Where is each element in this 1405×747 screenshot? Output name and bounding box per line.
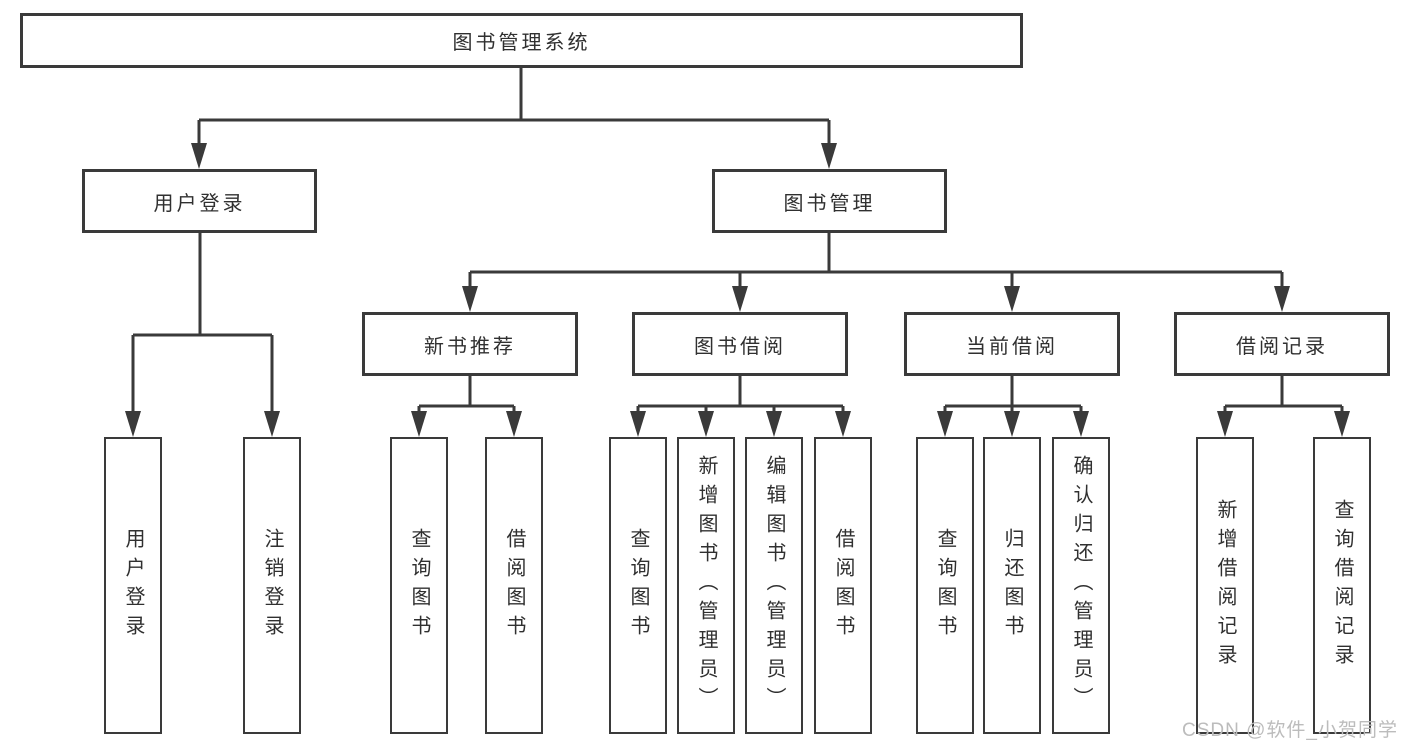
- leaf-add-borrow-record: 新增借阅记录: [1196, 437, 1254, 734]
- node-root-system: 图书管理系统: [20, 13, 1023, 68]
- node-book-borrow: 图书借阅: [632, 312, 848, 376]
- leaf-confirm-return-admin: 确认归还（管理员）: [1052, 437, 1110, 734]
- connector-book-borrow-children: [636, 376, 845, 413]
- node-label: 查询借阅记录: [1331, 498, 1353, 673]
- node-label: 查询图书: [934, 527, 956, 644]
- node-label: 查询图书: [408, 527, 430, 644]
- connector-book-mgmt-children: [468, 233, 1284, 288]
- node-new-book-recommend: 新书推荐: [362, 312, 578, 376]
- leaf-borrow-book-1: 借阅图书: [485, 437, 543, 734]
- node-borrow-records: 借阅记录: [1174, 312, 1390, 376]
- node-current-borrow: 当前借阅: [904, 312, 1120, 376]
- connector-borrow-records-children: [1223, 376, 1344, 413]
- leaf-add-book-admin: 新增图书（管理员）: [677, 437, 735, 734]
- leaf-query-borrow-record: 查询借阅记录: [1313, 437, 1371, 734]
- node-label: 新书推荐: [424, 335, 516, 358]
- node-label: 新增图书（管理员）: [695, 455, 717, 716]
- node-user-login: 用户登录: [82, 169, 317, 233]
- connector-user-login-children: [131, 233, 274, 413]
- connector-current-borrow-children: [943, 376, 1083, 413]
- node-label: 借阅记录: [1236, 335, 1328, 358]
- node-label: 注销登录: [261, 527, 283, 644]
- leaf-query-book-2: 查询图书: [609, 437, 667, 734]
- node-label: 用户登录: [122, 527, 144, 644]
- node-label: 图书管理系统: [452, 32, 591, 54]
- node-label: 当前借阅: [966, 335, 1058, 358]
- node-label: 图书管理: [783, 192, 876, 215]
- connector-root-to-level2: [197, 68, 831, 145]
- node-book-management: 图书管理: [712, 169, 947, 233]
- node-label: 图书借阅: [694, 335, 786, 358]
- leaf-borrow-book-2: 借阅图书: [814, 437, 872, 734]
- leaf-edit-book-admin: 编辑图书（管理员）: [745, 437, 803, 734]
- node-label: 编辑图书（管理员）: [763, 455, 785, 716]
- node-label: 借阅图书: [832, 527, 854, 644]
- leaf-query-book-1: 查询图书: [390, 437, 448, 734]
- node-label: 新增借阅记录: [1214, 498, 1236, 673]
- leaf-user-login: 用户登录: [104, 437, 162, 734]
- csdn-watermark: CSDN @软件_小贺同学: [1182, 720, 1398, 741]
- leaf-query-book-3: 查询图书: [916, 437, 974, 734]
- node-label: 归还图书: [1001, 527, 1023, 644]
- node-label: 确认归还（管理员）: [1070, 455, 1092, 716]
- node-label: 借阅图书: [503, 527, 525, 644]
- node-label: 用户登录: [153, 192, 246, 215]
- leaf-logout: 注销登录: [243, 437, 301, 734]
- leaf-return-book: 归还图书: [983, 437, 1041, 734]
- connector-new-book-children: [417, 376, 516, 413]
- node-label: 查询图书: [627, 527, 649, 644]
